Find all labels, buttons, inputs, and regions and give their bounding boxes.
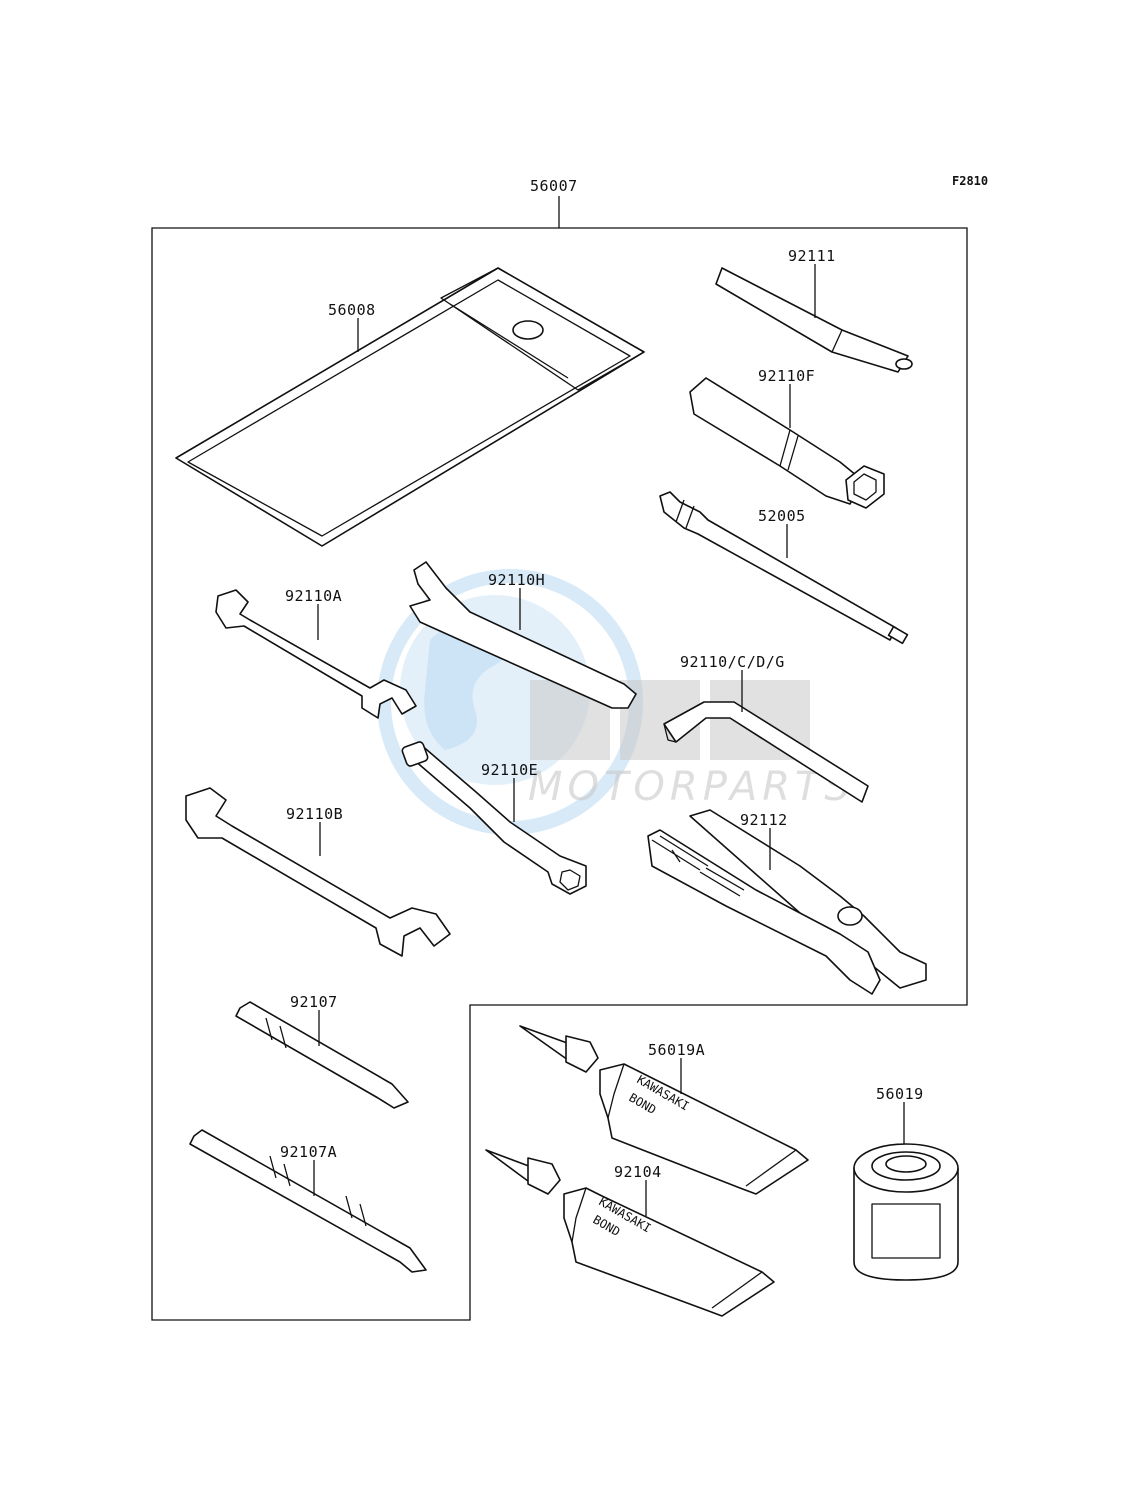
callout-56008: 56008 xyxy=(328,301,376,319)
callout-92107A: 92107A xyxy=(280,1143,337,1161)
callout-92110CDG: 92110/C/D/G xyxy=(680,653,785,671)
screwdriver-92107A xyxy=(189,1129,427,1273)
oil-filter xyxy=(853,1143,959,1281)
box-wrench-tool xyxy=(401,741,587,895)
wrench-92110B xyxy=(185,787,451,957)
callout-92104: 92104 xyxy=(614,1163,662,1181)
bond-tube-92104: KAWASAKI BOND xyxy=(485,1149,775,1317)
callout-92110F: 92110F xyxy=(758,367,815,385)
callout-92110E: 92110E xyxy=(481,761,538,779)
handle-tool xyxy=(715,267,913,373)
watermark-tagline: MOTORPARTS xyxy=(528,764,855,810)
callout-92107: 92107 xyxy=(290,993,338,1011)
callout-92110B: 92110B xyxy=(286,805,343,823)
callout-92112: 92112 xyxy=(740,811,788,829)
hex-key-set xyxy=(663,701,869,803)
callout-92111: 92111 xyxy=(788,247,836,265)
callout-56019: 56019 xyxy=(876,1085,924,1103)
screwdriver-92107 xyxy=(235,1001,409,1109)
watermark-logo: MOTORPARTS xyxy=(377,569,855,835)
wrench-92110A xyxy=(215,589,417,719)
callout-92110A: 92110A xyxy=(285,587,342,605)
callout-56019A: 56019A xyxy=(648,1041,705,1059)
tool-pouch xyxy=(175,267,645,547)
plug-wrench-tool xyxy=(689,377,885,509)
hook-spanner-tool xyxy=(409,561,637,709)
callout-92110H: 92110H xyxy=(488,571,545,589)
kit-frame xyxy=(151,227,968,1321)
pliers-tool xyxy=(647,809,927,995)
diagram-code: F2810 xyxy=(952,174,988,188)
bond-tube-56019A: KAWASAKI BOND xyxy=(519,1025,809,1195)
tire-gauge-tool xyxy=(659,491,909,645)
callout-52005: 52005 xyxy=(758,507,806,525)
callout-56007: 56007 xyxy=(530,177,578,195)
